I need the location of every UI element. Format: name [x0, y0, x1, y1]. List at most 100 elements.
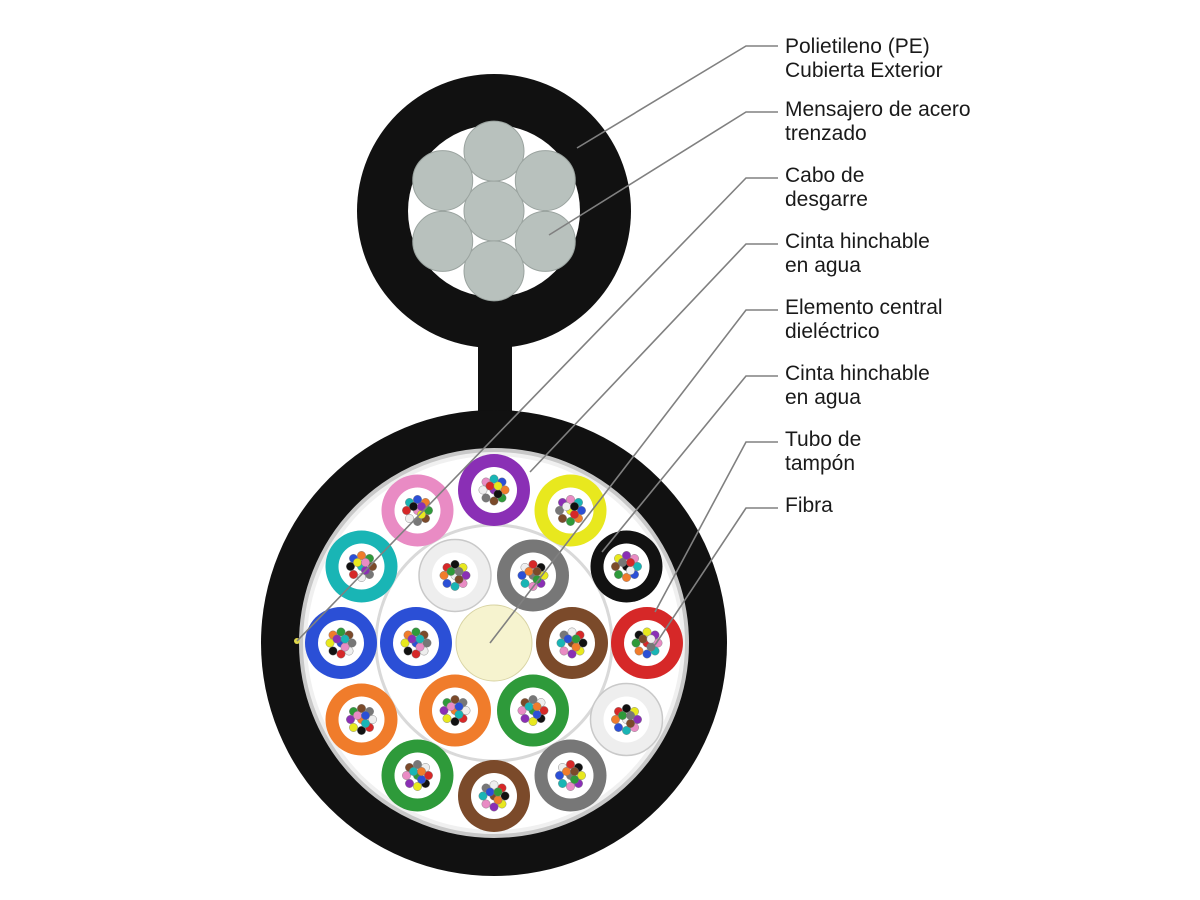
fiber [555, 506, 564, 515]
fiber [520, 714, 530, 723]
fiber [566, 495, 575, 504]
fiber [622, 704, 631, 713]
fiber [500, 485, 510, 495]
fiber [638, 634, 648, 644]
fiber [417, 502, 426, 511]
fiber [539, 706, 549, 715]
steel-wire-5 [463, 240, 525, 302]
fiber [439, 706, 449, 715]
fiber [558, 779, 567, 788]
label-fiber: Fibra [785, 494, 833, 518]
fiber [357, 551, 366, 560]
label-water-tape-outer-line2: en agua [785, 254, 861, 277]
fiber [528, 717, 538, 726]
fiber [566, 517, 575, 526]
fiber [368, 715, 377, 724]
fiber [631, 638, 641, 648]
leader-line-3 [296, 177, 778, 642]
fiber [622, 551, 631, 560]
outer-buffer-tube-1 [305, 607, 377, 679]
fiber [450, 560, 460, 569]
fiber [361, 558, 370, 567]
fiber [422, 638, 432, 648]
leader-line-1 [576, 45, 778, 149]
fiber [409, 502, 418, 511]
fiber [485, 481, 495, 491]
outer-buffer-tube-7 [611, 607, 683, 679]
fiber [578, 638, 588, 648]
inner-buffer-tube-4 [536, 607, 608, 679]
fiber [461, 571, 471, 580]
label-steel-messenger-line1: Mensajero de acero [785, 98, 971, 121]
fiber [555, 771, 564, 780]
fiber [618, 711, 627, 720]
fiber [454, 702, 464, 711]
fiber [442, 714, 452, 723]
fiber [413, 495, 422, 504]
fiber [357, 573, 366, 582]
fiber [653, 638, 663, 648]
fiber [481, 493, 491, 503]
fiber [403, 646, 413, 656]
steel-wire-7 [412, 150, 474, 212]
outer-buffer-tube-11 [381, 474, 454, 547]
fiber [340, 642, 350, 652]
fiber [567, 649, 577, 659]
label-ripcord-line2: desgarre [785, 188, 868, 211]
fiber [577, 506, 586, 515]
leader-line-6 [601, 375, 778, 553]
label-fiber-line1: Fibra [785, 494, 833, 517]
fiber [622, 726, 631, 735]
label-water-tape-inner-line2: en agua [785, 386, 861, 409]
label-ripcord-line1: Cabo de [785, 164, 865, 187]
fiber [450, 695, 460, 704]
central-strength-member [455, 604, 533, 682]
fiber [454, 710, 464, 719]
label-pe-jacket: Polietileno (PE) Cubierta Exterior [785, 35, 943, 83]
fiber [413, 760, 422, 769]
leader-line-5 [489, 309, 778, 644]
fiber [442, 579, 452, 588]
fiber [500, 791, 510, 801]
label-steel-messenger-line2: trenzado [785, 122, 867, 145]
steel-wire-3 [514, 150, 576, 212]
fiber [439, 571, 449, 580]
outer-buffer-tube-4 [458, 760, 530, 832]
fiber [642, 627, 652, 637]
fiber [532, 567, 542, 576]
fiber [489, 780, 499, 790]
outer-buffer-tube-2 [325, 683, 398, 756]
label-water-tape-inner-line1: Cinta hinchable [785, 362, 930, 385]
inner-buffer-tube-2 [419, 674, 491, 747]
fiber [346, 715, 355, 724]
fiber [402, 771, 411, 780]
fiber [405, 779, 414, 788]
fiber [424, 771, 433, 780]
fiber [328, 646, 338, 656]
steel-wire-6 [412, 210, 474, 272]
fiber [562, 502, 571, 511]
fiber [577, 771, 586, 780]
fiber [325, 638, 335, 648]
fiber [349, 570, 358, 579]
fiber [556, 638, 566, 648]
leader-line-7 [654, 441, 778, 613]
fiber [532, 702, 542, 711]
fiber [361, 719, 370, 728]
fiber [332, 634, 342, 644]
steel-wire-4 [514, 210, 576, 272]
steel-wire-1 [463, 180, 525, 242]
label-ripcord: Cabo de desgarre [785, 164, 868, 212]
fiber [614, 723, 623, 732]
label-buffer-tube-line1: Tubo de [785, 428, 862, 451]
fiber [409, 767, 418, 776]
fiber [478, 791, 488, 801]
fiber [402, 506, 411, 515]
fiber [571, 634, 581, 644]
fiber [417, 767, 426, 776]
outer-buffer-tube-10 [458, 454, 530, 526]
leader-line-2 [548, 111, 778, 236]
fiber [622, 573, 631, 582]
fiber [415, 642, 425, 652]
